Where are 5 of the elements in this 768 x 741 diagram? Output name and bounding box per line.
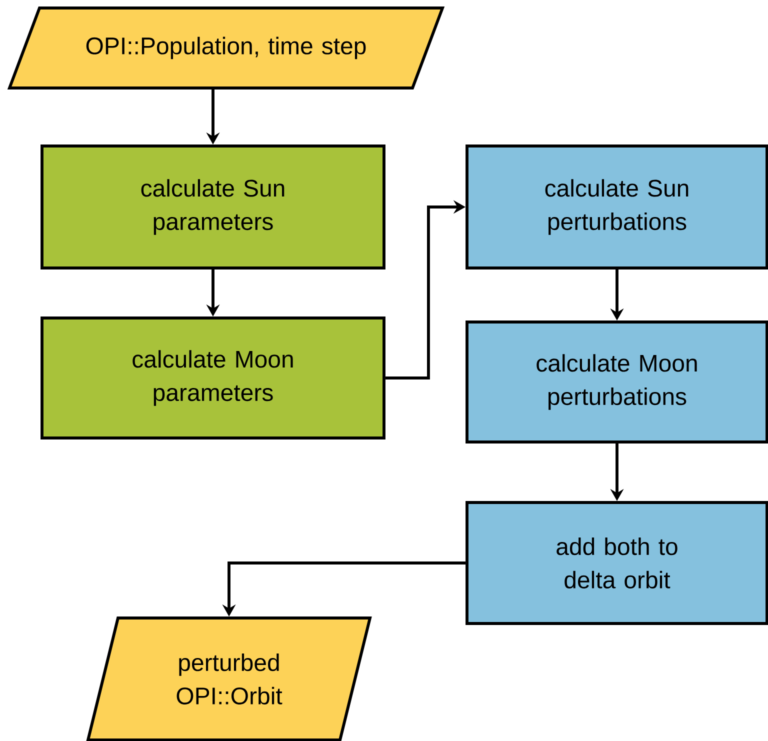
process-box: calculate Sun parameters [40, 144, 386, 270]
process-box: calculate Moon parameters [40, 316, 386, 440]
process-box: calculate Sun perturbations [466, 144, 768, 270]
process-box: calculate Moon perturbations [466, 320, 768, 444]
process-box: add both to delta orbit [466, 501, 768, 625]
